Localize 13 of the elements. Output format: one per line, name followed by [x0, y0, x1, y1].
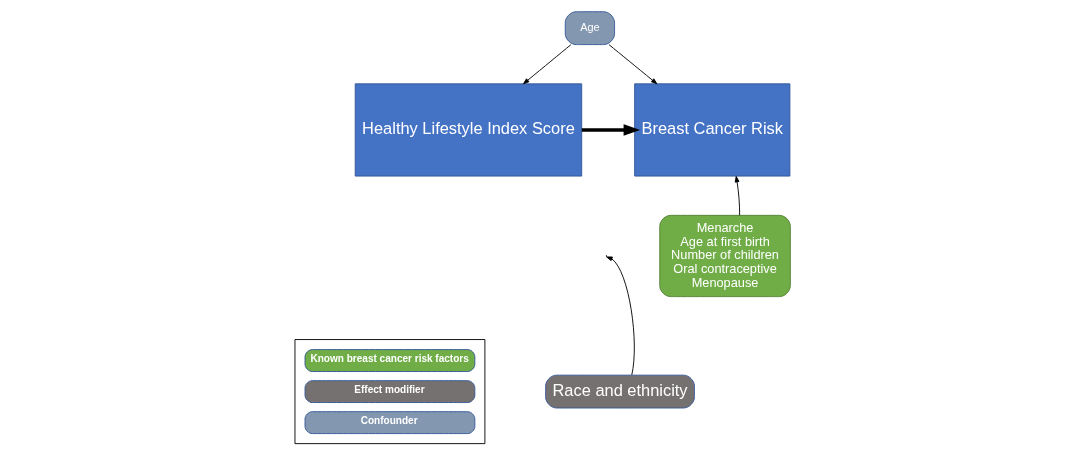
node-box: Healthy Lifestyle Index Score — [354, 83, 583, 177]
arrow — [523, 44, 572, 85]
arrow — [608, 44, 658, 85]
node-box: Race and ethnicity — [545, 374, 695, 409]
node-box: Menarche Age at first birth Number of children Oral contraceptive Menopause — [659, 214, 791, 298]
arrow — [734, 175, 741, 216]
arrow — [581, 124, 641, 136]
arrow — [606, 256, 635, 376]
legend-label: Known breast cancer risk factors — [310, 353, 469, 365]
legend-label: Confounder — [360, 415, 418, 427]
node-box: Breast Cancer Risk — [634, 83, 791, 177]
legend-label: Effect modifier — [354, 384, 425, 396]
node-box: Age — [564, 11, 615, 46]
